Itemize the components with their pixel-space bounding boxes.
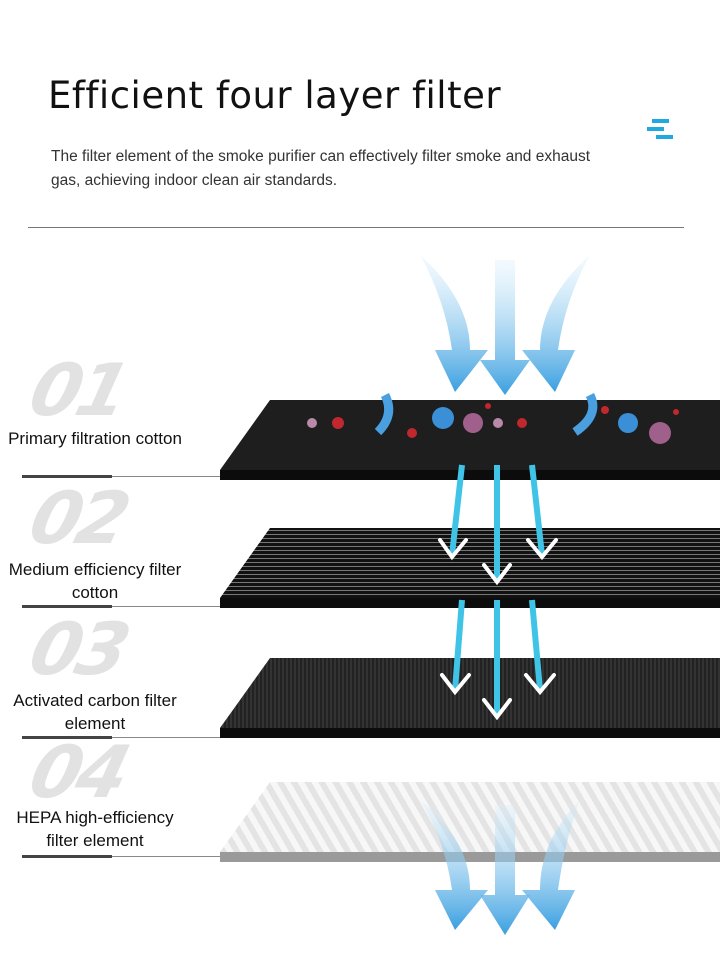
leader-bar [22,605,112,608]
leader-bar [22,855,112,858]
menu-icon [645,118,675,142]
filter-layer-medium [220,528,720,608]
airflow-in-icon [420,255,590,395]
leader-line [22,856,222,857]
pollutant-particles-icon [307,392,679,444]
airflow-through-icon [449,464,545,715]
filter-layer-primary [220,400,720,480]
layer-label-04: HEPA high-efficiency filter element [16,808,174,850]
divider [28,227,684,228]
leader-bar [22,475,112,478]
filter-layer-hepa [220,782,720,862]
airflow-out-icon [420,800,580,935]
page-title: Efficient four layer filter [48,74,502,117]
layer-label-03: Activated carbon filter element [13,691,177,733]
leader-line [22,606,222,607]
leader-line [22,737,222,738]
leader-bar [22,736,112,739]
layer-label-01: Primary filtration cotton [8,429,182,448]
layer-label-02: Medium efficiency filter cotton [8,560,182,602]
filter-layer-carbon [220,658,720,738]
page-subtitle: The filter element of the smoke purifier… [51,148,591,189]
leader-line [22,476,222,477]
